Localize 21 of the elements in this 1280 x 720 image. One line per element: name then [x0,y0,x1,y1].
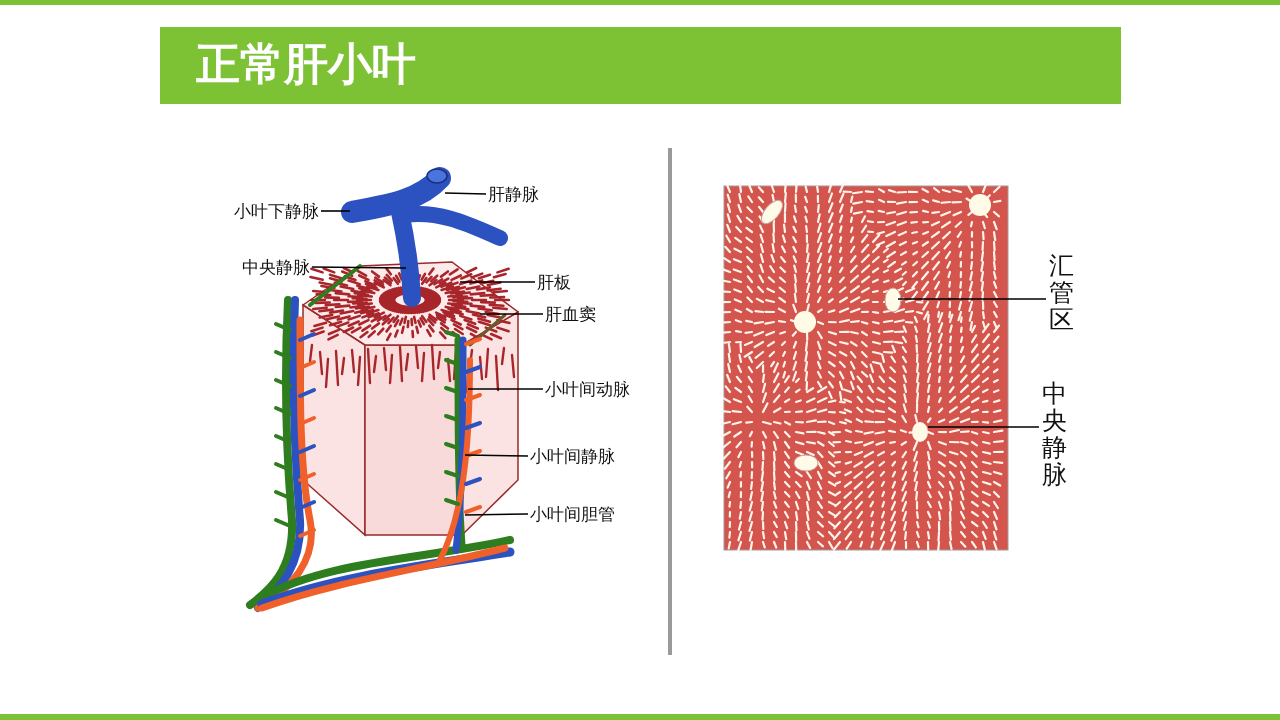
leader-line [444,192,487,195]
leader-line [459,281,536,283]
slide-title: 正常肝小叶 [196,37,416,91]
leader-line [464,513,529,516]
leader-line [467,388,544,390]
leader-line [479,313,544,315]
part-label: 汇管区 [1048,252,1074,333]
part-label: 中央静脉 [1041,380,1067,488]
part-label: 肝静脉 [488,184,539,204]
part-label: 小叶下静脉 [234,201,319,221]
leader-line [897,298,1047,300]
part-label: 肝板 [537,272,571,292]
leader-line [320,210,351,212]
part-label: 中央静脉 [242,257,310,277]
leader-line [311,266,407,269]
leader-line [464,454,529,457]
part-label: 小叶间动脉 [545,379,630,399]
part-label: 肝血窦 [545,304,596,324]
part-label: 小叶间胆管 [530,504,615,524]
leader-line [927,426,1040,428]
part-label: 小叶间静脉 [530,446,615,466]
